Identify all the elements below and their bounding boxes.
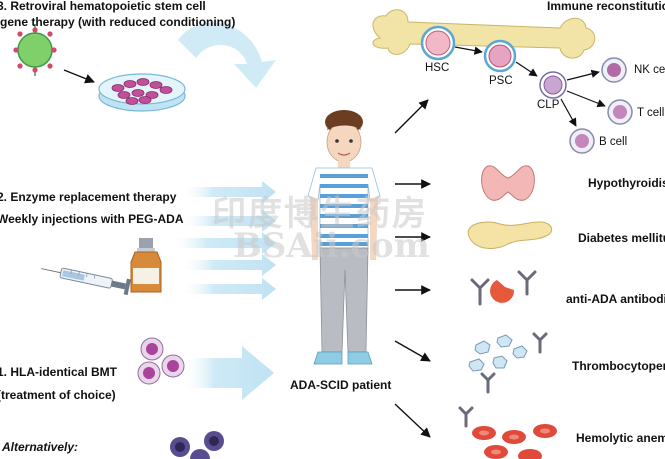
clp-label: CLP [537, 99, 560, 111]
curved-therapy-arrow [178, 22, 276, 88]
alternatively-label: Alternatively: [2, 440, 79, 454]
differentiation-arrows [454, 46, 606, 127]
outcome-hypothyroidism: Hypothyroidism [588, 176, 665, 190]
therapy3-line2: gene therapy (with reduced conditioning) [0, 15, 236, 29]
anti-ada-antibodies-icon [470, 270, 537, 306]
therapy1-line1: 1. HLA-identical BMT [0, 365, 118, 379]
therapy2-line2: Weekly injections with PEG-ADA [0, 212, 184, 226]
outcome-arrows [394, 99, 431, 438]
bone-icon [372, 9, 596, 59]
outcome-diabetes: Diabetes mellitus [578, 231, 665, 245]
enzyme-therapy-arrows [170, 181, 276, 300]
thyroid-icon [481, 165, 535, 201]
therapy1-line2: (treatment of choice) [0, 388, 116, 402]
patient-child-figure [307, 110, 381, 365]
patient-label: ADA-SCID patient [290, 378, 392, 392]
donor-cells-icon [137, 337, 185, 385]
immune-reconstitution-title: Immune reconstitution [547, 0, 665, 13]
hsc-label: HSC [425, 62, 450, 74]
stem-cell-hsc [420, 25, 456, 61]
arrow-virus-to-dish [63, 69, 95, 84]
t-cell-icon [607, 99, 633, 125]
watermark-chinese: 印度博生药房 [212, 194, 428, 234]
watermark-latin: BSAii.com [233, 226, 430, 266]
rbc-antibodies-icon [458, 406, 474, 428]
bmt-arrow [182, 346, 274, 400]
outcome-hemolytic-anemia: Hemolytic anemia [576, 431, 665, 445]
alternative-cells-icon [170, 431, 224, 459]
therapy2-line1: 2. Enzyme replacement therapy [0, 190, 177, 204]
retrovirus-icon [13, 24, 57, 76]
nk-cell-label: NK cell [634, 64, 665, 76]
b-cell-label: B cell [599, 136, 628, 148]
t-cell-label: T cell [637, 107, 665, 119]
red-blood-cells-icon [472, 424, 557, 459]
ada-enzyme-icon [490, 280, 515, 303]
pancreas-icon [467, 221, 553, 249]
platelets-icon [468, 334, 528, 372]
nk-cell-icon [601, 57, 627, 83]
psc-label: PSC [489, 75, 513, 87]
peg-ada-vial-icon [130, 238, 162, 293]
therapy3-line1: 3. Retroviral hematopoietic stem cell [0, 0, 206, 13]
progenitor-clp [539, 71, 567, 99]
petri-dish-icon [98, 73, 186, 112]
outcome-thrombocytopenia: Thrombocytopenia [572, 359, 665, 373]
outcome-anti-ada-antibodies: anti-ADA antibodies [566, 292, 665, 306]
stem-cell-psc [483, 39, 517, 73]
platelet-antibodies-icon [480, 332, 548, 394]
syringe-icon [41, 267, 131, 296]
b-cell-icon [569, 128, 595, 154]
